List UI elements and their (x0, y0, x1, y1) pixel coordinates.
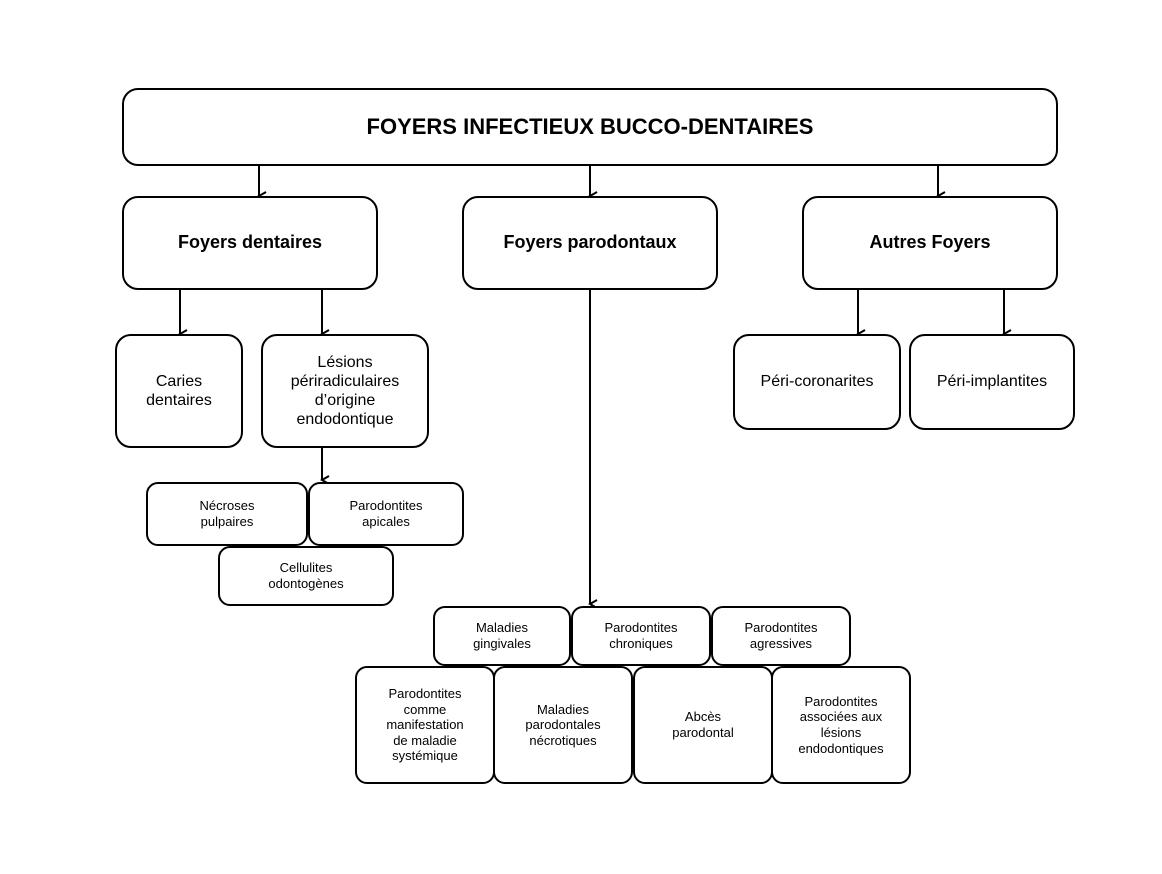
node-lesions-periradiculaires: Lésions périradiculaires d’origine endod… (261, 334, 429, 448)
node-label: Nécroses pulpaires (199, 498, 255, 529)
node-label: Parodontites agressives (744, 620, 818, 651)
node-label: Parodontites associées aux lésions endod… (798, 693, 884, 756)
node-label: Abcès parodontal (672, 709, 734, 740)
node-label: Maladies gingivales (473, 620, 531, 651)
node-parodontites-agressives: Parodontites agressives (711, 606, 851, 666)
category-autres-foyers: Autres Foyers (802, 196, 1058, 290)
node-parodontites-apicales: Parodontites apicales (308, 482, 464, 546)
node-label: Parodontites apicales (349, 498, 423, 529)
node-label: Lésions périradiculaires d’origine endod… (290, 353, 400, 429)
category-foyers-dentaires: Foyers dentaires (122, 196, 378, 290)
node-label: Parodontites comme manifestation de mala… (386, 686, 464, 764)
category-label: Foyers dentaires (177, 232, 323, 253)
node-label: Maladies parodontales nécrotiques (525, 701, 601, 748)
category-foyers-parodontaux: Foyers parodontaux (462, 196, 718, 290)
node-label: Péri-implantites (936, 373, 1048, 391)
node-label: Péri-coronarites (760, 373, 874, 391)
node-parodontites-chroniques: Parodontites chroniques (571, 606, 711, 666)
node-label: Caries dentaires (146, 372, 212, 409)
node-parodontites-endodontiques: Parodontites associées aux lésions endod… (771, 666, 911, 784)
node-peri-coronarites: Péri-coronarites (733, 334, 901, 430)
node-necroses-pulpaires: Nécroses pulpaires (146, 482, 308, 546)
category-label: Autres Foyers (869, 232, 991, 253)
main-title: FOYERS INFECTIEUX BUCCO-DENTAIRES (366, 113, 814, 139)
node-label: Cellulites odontogènes (268, 560, 344, 591)
node-cellulites-odontogenes: Cellulites odontogènes (218, 546, 394, 606)
node-label: Parodontites chroniques (604, 620, 678, 651)
node-parodontites-systemique: Parodontites comme manifestation de mala… (355, 666, 495, 784)
node-peri-implantites: Péri-implantites (909, 334, 1075, 430)
node-abces-parodontal: Abcès parodontal (633, 666, 773, 784)
node-caries-dentaires: Caries dentaires (115, 334, 243, 448)
main-title-box: FOYERS INFECTIEUX BUCCO-DENTAIRES (122, 88, 1058, 166)
category-label: Foyers parodontaux (503, 232, 677, 253)
node-maladies-gingivales: Maladies gingivales (433, 606, 571, 666)
node-maladies-necrotiques: Maladies parodontales nécrotiques (493, 666, 633, 784)
